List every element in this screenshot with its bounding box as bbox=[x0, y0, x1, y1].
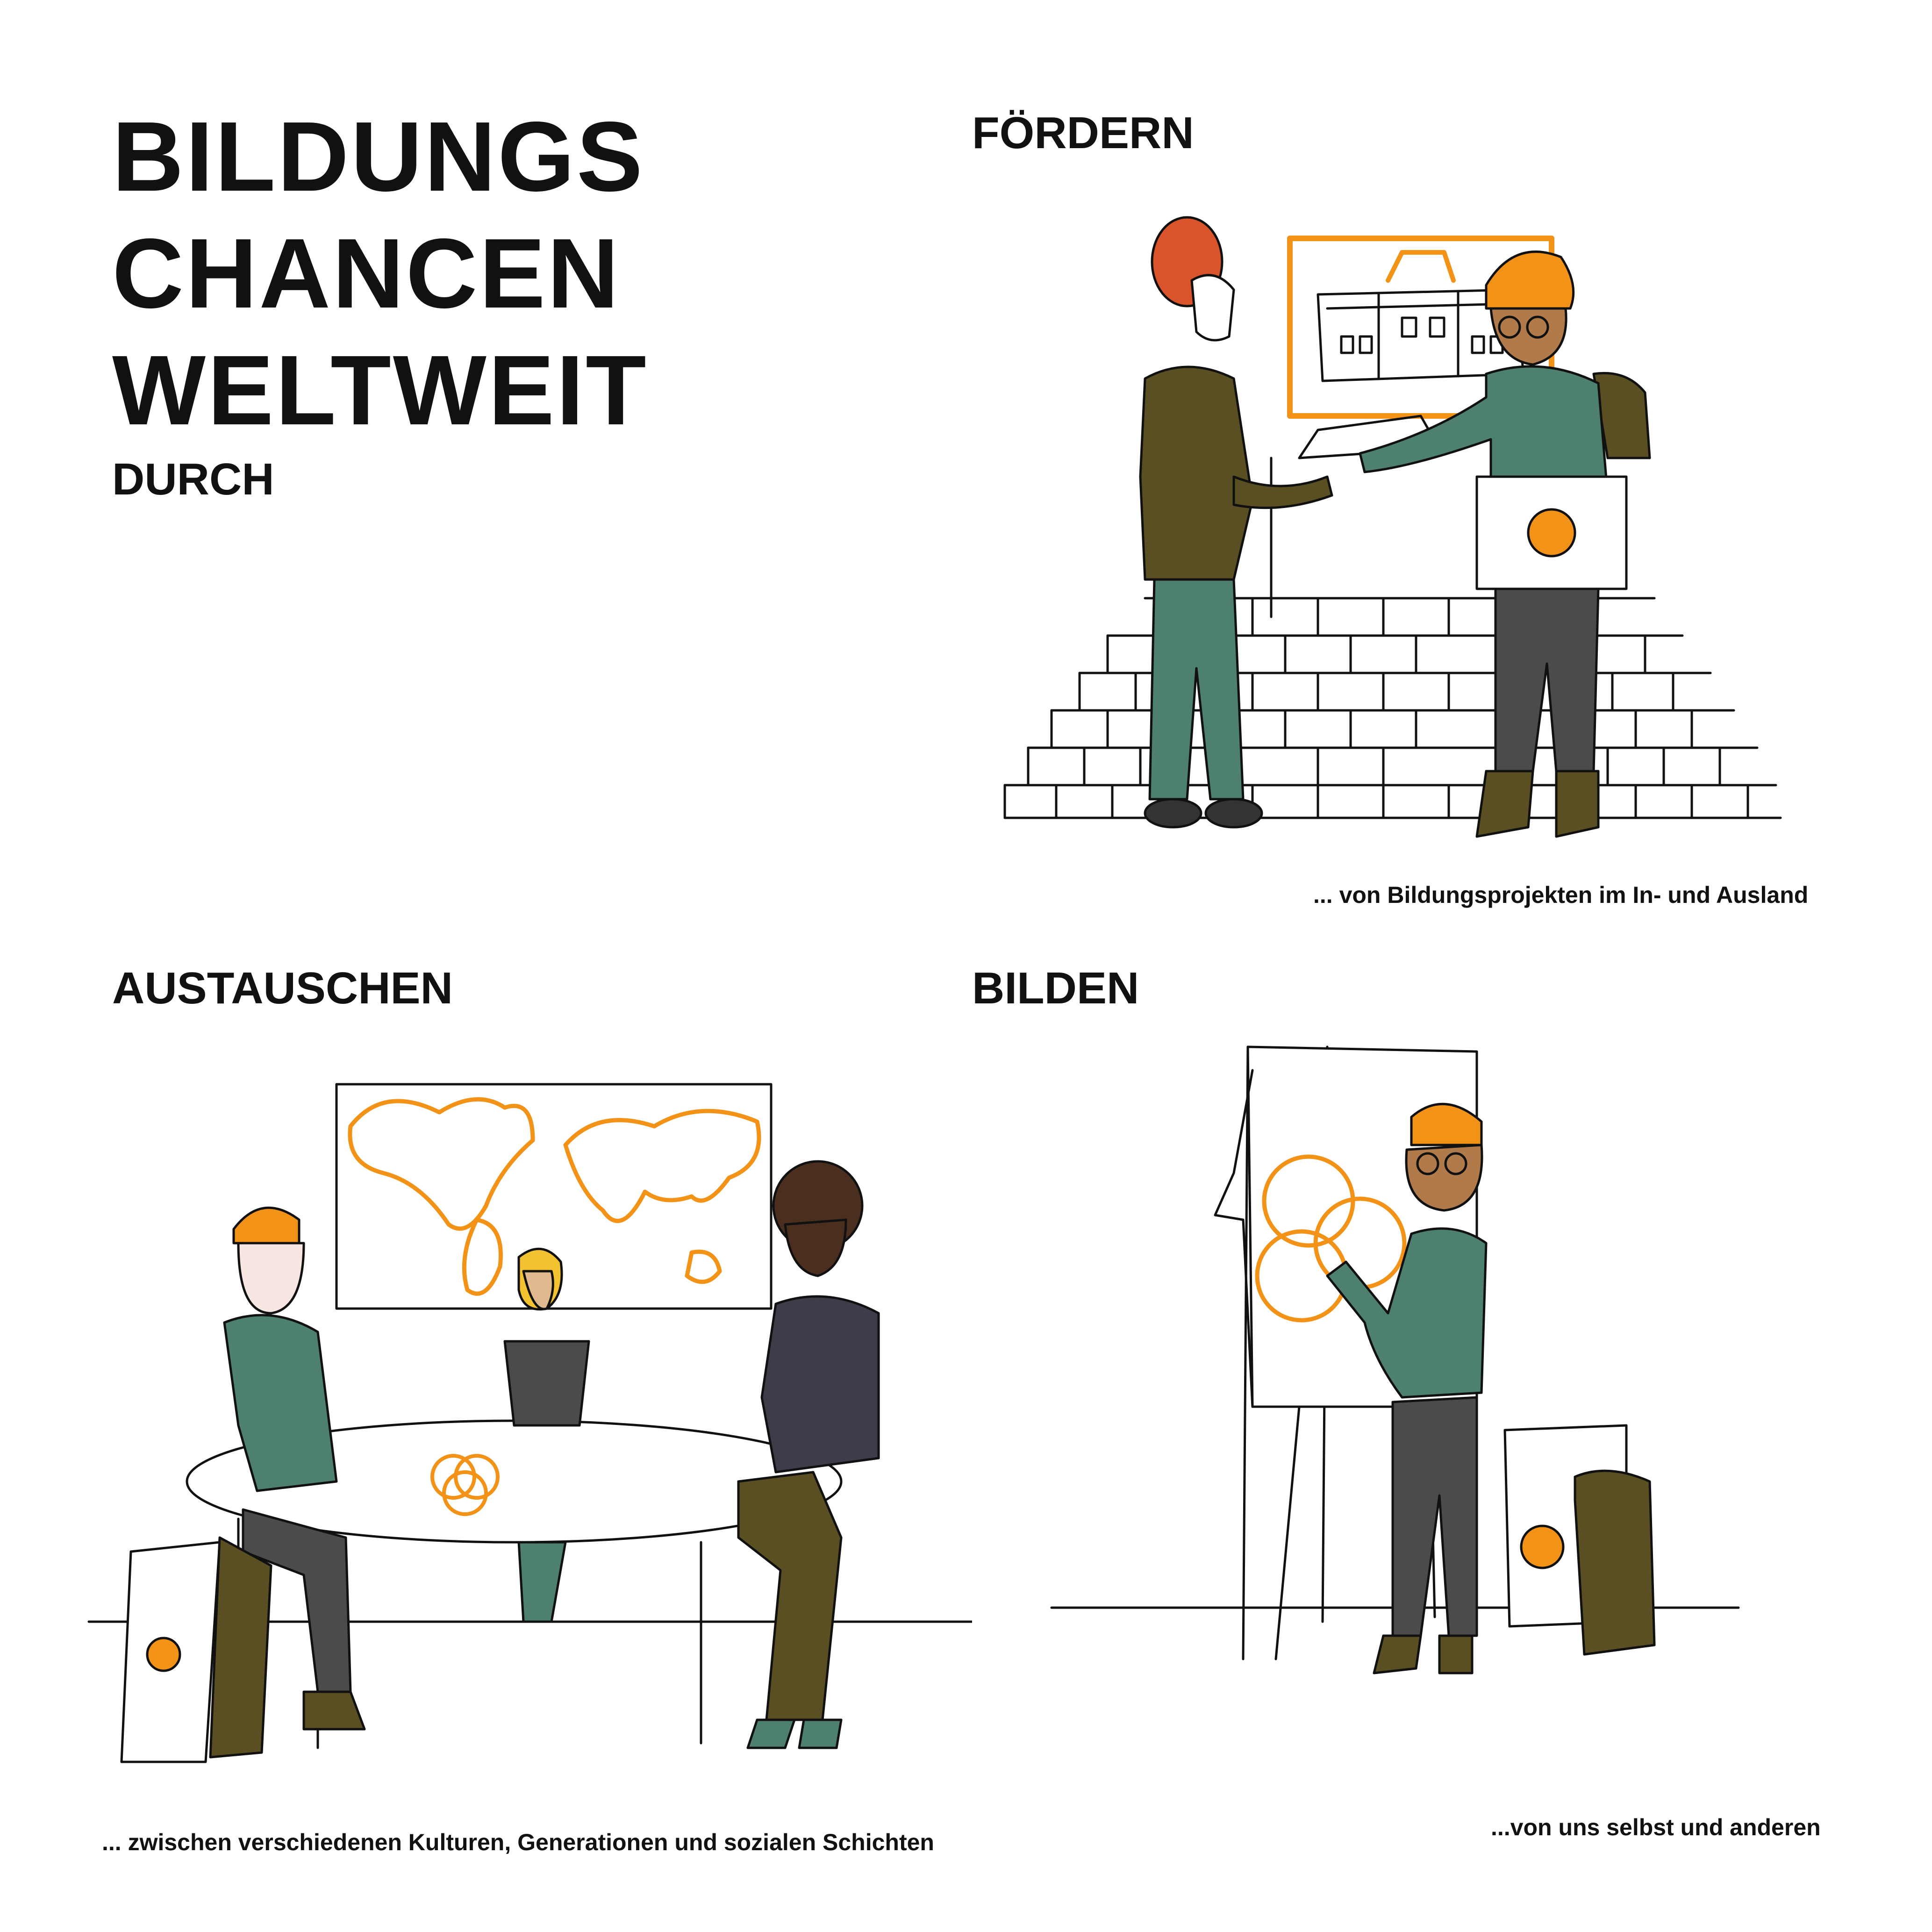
illustration-austauschen bbox=[87, 1083, 972, 1763]
caption-austauschen: ... zwischen verschiedenen Kulturen, Gen… bbox=[102, 1829, 934, 1855]
illustration-foerdern bbox=[1003, 216, 1782, 838]
person-right-illustration bbox=[737, 1160, 880, 1749]
title-line-2: CHANCEN bbox=[112, 218, 621, 329]
person-middle-illustration bbox=[503, 1247, 590, 1623]
person-left-illustration bbox=[1139, 216, 1333, 829]
heading-foerdern: FÖRDERN bbox=[972, 108, 1194, 158]
title-line-3: WELTWEIT bbox=[112, 335, 648, 445]
caption-bilden: ...von uns selbst und anderen bbox=[1491, 1814, 1821, 1840]
heading-bilden: BILDEN bbox=[972, 963, 1139, 1013]
person-right-illustration bbox=[1359, 250, 1651, 838]
heading-austauschen: AUSTAUSCHEN bbox=[112, 963, 453, 1013]
bags-illustration bbox=[1503, 1424, 1656, 1656]
main-title: BILDUNGS CHANCEN WELTWEIT DURCH bbox=[112, 98, 648, 508]
title-sub: DURCH bbox=[112, 454, 274, 504]
caption-foerdern: ... von Bildungsprojekten im In- und Aus… bbox=[1313, 882, 1809, 908]
title-line-1: BILDUNGS bbox=[112, 101, 645, 212]
person-illustration bbox=[1326, 1102, 1488, 1674]
person-left-illustration bbox=[120, 1206, 366, 1763]
illustration-bilden bbox=[1050, 1045, 1740, 1674]
brick-wall-illustration bbox=[1003, 597, 1782, 819]
